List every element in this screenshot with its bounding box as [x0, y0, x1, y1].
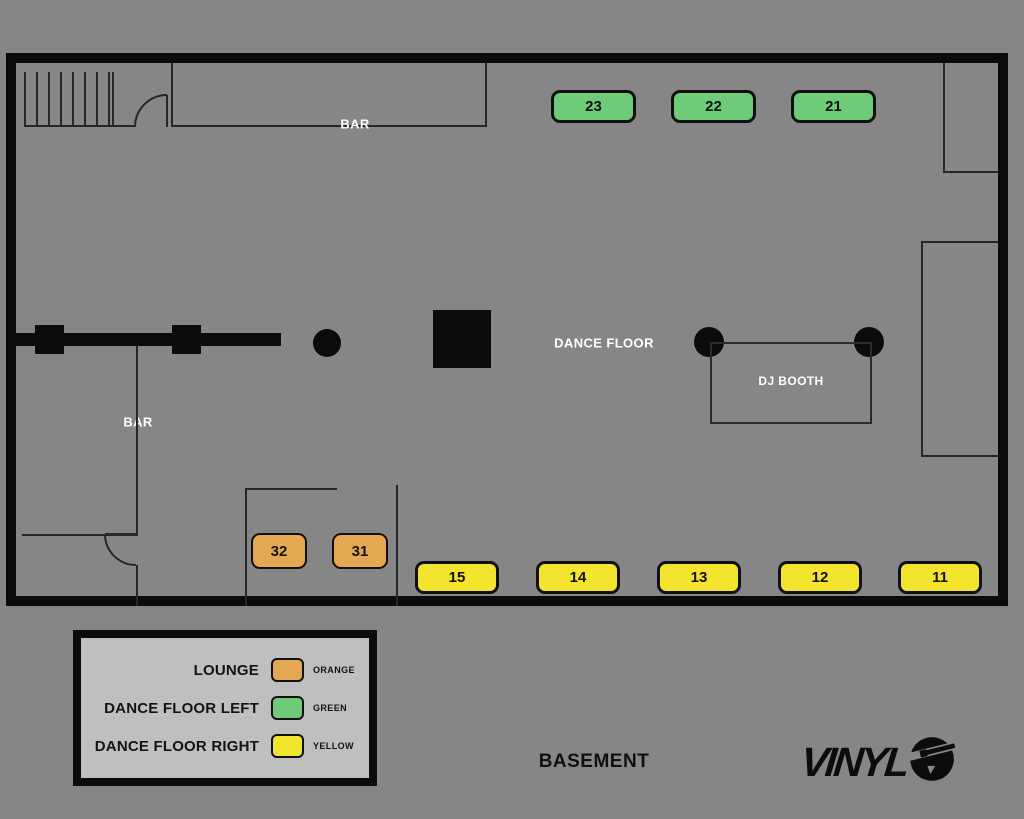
top-bar-label: BAR [340, 116, 370, 132]
table-12[interactable]: 12 [778, 561, 862, 594]
vinyl-record-icon [908, 737, 955, 781]
yellow-swatch-icon [271, 734, 304, 758]
topright-room-left-wall [943, 63, 945, 173]
table-32[interactable]: 32 [251, 533, 307, 569]
column-square [433, 310, 491, 368]
legend-color-name: YELLOW [313, 741, 354, 751]
top-bar-left-wall [171, 63, 173, 127]
column-round [313, 329, 341, 357]
legend-label: DANCE FLOOR RIGHT [94, 737, 259, 755]
table-22[interactable]: 22 [671, 90, 756, 123]
floor-title: BASEMENT [538, 751, 650, 772]
legend-color-name: GREEN [313, 703, 348, 713]
legend-label: LOUNGE [193, 661, 259, 679]
top-bar-front-wall [171, 125, 487, 127]
floorplan: BAR BAR DANCE FLOOR DJ BOOTH [6, 53, 1008, 606]
legend-label: DANCE FLOOR LEFT [104, 699, 259, 717]
legend-row-lounge: LOUNGE ORANGE [81, 658, 369, 682]
legend-color-name: ORANGE [313, 665, 355, 675]
table-21[interactable]: 21 [791, 90, 876, 123]
orange-swatch-icon [271, 658, 304, 682]
table-32-label: 32 [270, 542, 288, 560]
table-15[interactable]: 15 [415, 561, 499, 594]
left-room-wall [22, 534, 138, 536]
table-14-label: 14 [569, 569, 587, 586]
table-13[interactable]: 13 [657, 561, 741, 594]
stairs [24, 72, 114, 127]
dj-booth-label: DJ BOOTH [758, 374, 824, 388]
table-31-label: 31 [351, 542, 369, 560]
table-15-label: 15 [448, 569, 466, 586]
left-partition-wall-lower [136, 565, 138, 606]
lounge-top-wall [245, 488, 337, 490]
right-room-top-wall [921, 241, 998, 243]
table-21-label: 21 [825, 98, 842, 115]
lounge-left-wall [245, 488, 247, 606]
table-11-label: 11 [932, 569, 948, 586]
bar-counter [16, 333, 281, 346]
topright-room-bottom-wall [943, 171, 998, 173]
table-22-label: 22 [705, 98, 722, 115]
table-12-label: 12 [811, 569, 829, 586]
right-room-left-wall [921, 241, 923, 457]
left-partition-wall [136, 346, 138, 536]
right-room-bottom-wall [921, 455, 998, 457]
table-13-label: 13 [690, 569, 708, 586]
dance-floor-label: DANCE FLOOR [554, 335, 654, 351]
brand-logo: VINYL [798, 735, 955, 789]
legend-row-dance-floor-right: DANCE FLOOR RIGHT YELLOW [81, 734, 369, 758]
stairs-wall-line [24, 125, 135, 127]
bar-counter-post [172, 325, 201, 354]
green-swatch-icon [271, 696, 304, 720]
top-bar-right-wall [485, 63, 487, 127]
legend: LOUNGE ORANGE DANCE FLOOR LEFT GREEN DAN… [73, 630, 377, 786]
table-14[interactable]: 14 [536, 561, 620, 594]
lounge-right-wall [396, 485, 398, 606]
table-31[interactable]: 31 [332, 533, 388, 569]
brand-name: VINYL [798, 738, 910, 785]
table-11[interactable]: 11 [898, 561, 982, 594]
table-23-label: 23 [585, 98, 602, 115]
table-23[interactable]: 23 [551, 90, 636, 123]
dj-booth [710, 342, 872, 424]
left-bar-label: BAR [123, 414, 153, 430]
bar-counter-post [35, 325, 64, 354]
legend-row-dance-floor-left: DANCE FLOOR LEFT GREEN [81, 696, 369, 720]
